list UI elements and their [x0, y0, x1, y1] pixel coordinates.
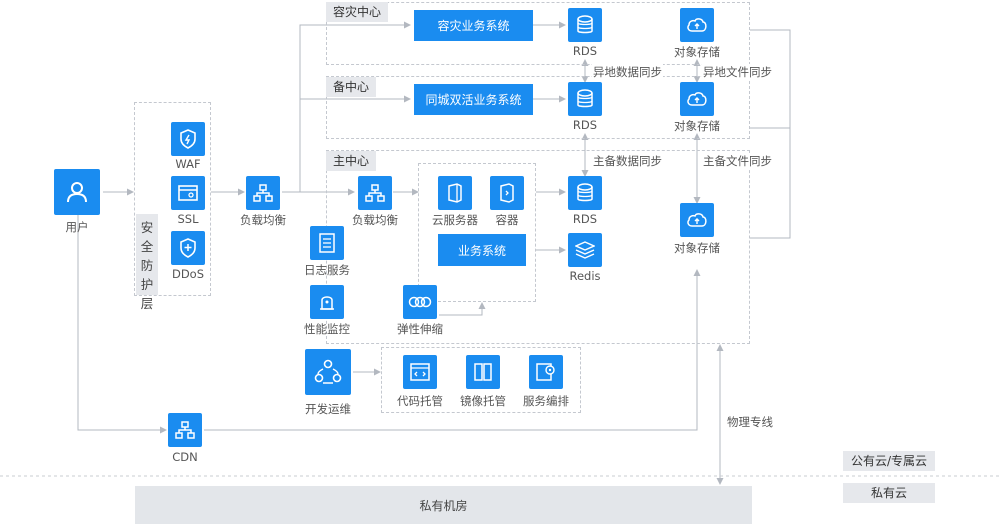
- log-service-label: 日志服务: [304, 263, 350, 277]
- performance-monitor-label: 性能监控: [304, 322, 350, 336]
- dr-business-system: 容灾业务系统: [414, 10, 533, 41]
- user-icon: [54, 169, 100, 215]
- app-group-zone: [418, 163, 536, 302]
- dr-center-tag: 容灾中心: [326, 2, 389, 22]
- devops-tools-zone: [381, 347, 581, 413]
- object-storage-main-cloud-icon: [680, 203, 714, 237]
- devops-team-icon: [305, 349, 351, 395]
- redis-label: Redis: [569, 269, 601, 283]
- redis-layers-icon: [568, 233, 602, 267]
- rds-dr-label: RDS: [572, 44, 598, 58]
- remote-file-sync-label: 异地文件同步: [702, 64, 773, 80]
- ssl-certificate-icon: [171, 176, 205, 210]
- object-storage-backup-cloud-icon: [680, 82, 714, 116]
- ssl-label: SSL: [177, 212, 199, 226]
- load-balancer-outer-label: 负载均衡: [240, 213, 286, 227]
- object-storage-dr-label: 对象存储: [674, 45, 720, 59]
- rds-backup-label: RDS: [572, 118, 598, 132]
- security-layer-zone: [134, 102, 211, 296]
- backup-business-system: 同城双活业务系统: [414, 84, 533, 115]
- load-balancer-inner-label: 负载均衡: [352, 213, 398, 227]
- waf-shield-icon: [171, 122, 205, 156]
- ddos-shield-icon: [171, 231, 205, 265]
- object-storage-dr-cloud-icon: [680, 8, 714, 42]
- code-hosting-label: 代码托管: [397, 394, 443, 408]
- image-hosting-label: 镜像托管: [460, 394, 506, 408]
- backup-center-zone: [326, 76, 750, 139]
- dr-center-zone: [326, 2, 750, 65]
- cdn-label: CDN: [172, 450, 198, 464]
- container-label: 容器: [495, 213, 519, 227]
- performance-monitor-icon: [310, 285, 344, 319]
- image-hosting-icon: [466, 355, 500, 389]
- public-cloud-legend: 公有云/专属云: [843, 451, 935, 471]
- log-service-icon: [310, 226, 344, 260]
- user-label: 用户: [65, 220, 89, 234]
- rds-backup-database-icon: [568, 82, 602, 116]
- main-center-tag: 主中心: [326, 151, 377, 171]
- code-hosting-icon: [403, 355, 437, 389]
- load-balancer-inner-icon: [358, 176, 392, 210]
- backup-center-tag: 备中心: [326, 77, 377, 97]
- cloud-server-label: 云服务器: [432, 213, 478, 227]
- ddos-label: DDoS: [171, 267, 205, 281]
- private-cloud-legend: 私有云: [843, 483, 935, 503]
- security-layer-tag: 安全防护层: [136, 214, 158, 311]
- service-orchestration-icon: [529, 355, 563, 389]
- primary-data-sync-label: 主备数据同步: [592, 153, 663, 169]
- remote-data-sync-label: 异地数据同步: [592, 64, 663, 80]
- private-room-bar: 私有机房: [135, 486, 752, 524]
- rds-dr-database-icon: [568, 8, 602, 42]
- elastic-scaling-label: 弹性伸缩: [397, 322, 443, 336]
- main-business-system: 业务系统: [438, 234, 526, 266]
- elastic-scaling-icon: [403, 285, 437, 319]
- devops-label: 开发运维: [305, 402, 351, 416]
- cloud-server-icon: [438, 176, 472, 210]
- load-balancer-outer-icon: [246, 176, 280, 210]
- rds-main-label: RDS: [572, 212, 598, 226]
- cdn-network-icon: [168, 413, 202, 447]
- primary-file-sync-label: 主备文件同步: [702, 153, 773, 169]
- object-storage-backup-label: 对象存储: [674, 119, 720, 133]
- waf-label: WAF: [175, 157, 201, 171]
- dedicated-line-label: 物理专线: [726, 414, 774, 430]
- service-orchestration-label: 服务编排: [523, 394, 569, 408]
- container-icon: [490, 176, 524, 210]
- object-storage-main-label: 对象存储: [674, 241, 720, 255]
- rds-main-database-icon: [568, 176, 602, 210]
